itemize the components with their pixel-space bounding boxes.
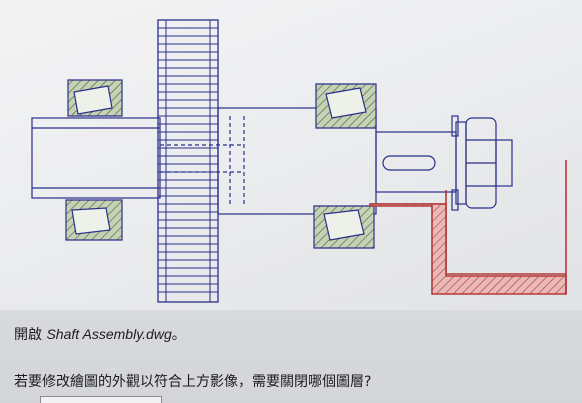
question-prompt: 若要修改繪圖的外觀以符合上方影像，需要關閉哪個圖層?: [14, 374, 372, 390]
intro-suffix: 。: [171, 327, 186, 343]
gear: [157, 19, 219, 303]
left-bearing-bottom: [65, 199, 123, 241]
answer-input[interactable]: [40, 396, 162, 403]
file-name: Shaft Assembly.dwg: [46, 326, 172, 342]
question-intro: 開啟 Shaft Assembly.dwg。: [14, 324, 186, 344]
housing-cover-highlight: [369, 190, 567, 295]
intro-prefix: 開啟: [14, 327, 47, 343]
right-bearing-bottom: [313, 205, 375, 249]
left-bearing-top: [67, 79, 123, 117]
shaft-assembly-drawing: [31, 19, 567, 303]
drawing-image: [0, 0, 582, 310]
right-bearing-top: [315, 83, 377, 129]
shaft-outline: [31, 107, 513, 215]
